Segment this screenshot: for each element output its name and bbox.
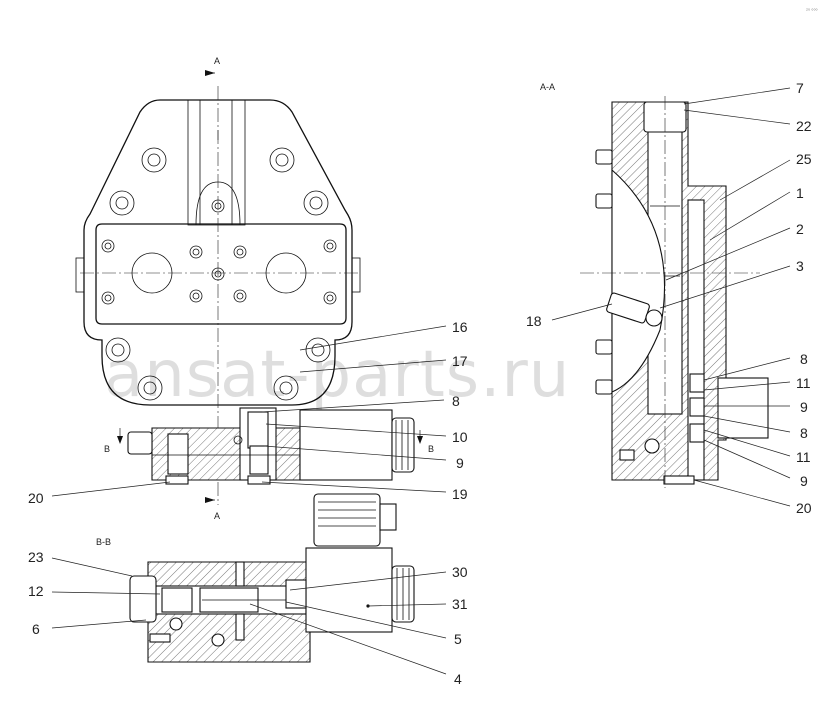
callout-11-upper: 11 <box>796 375 811 391</box>
section-arrow-b-left: B <box>104 444 110 454</box>
callout-25: 25 <box>796 151 812 167</box>
callout-9-lower: 9 <box>800 473 808 489</box>
section-b-b-title: B-B <box>96 537 111 547</box>
callout-18: 18 <box>526 313 542 329</box>
section-arrow-a-bottom: A <box>214 511 220 521</box>
watermark: ansat-parts.ru <box>104 338 570 412</box>
callout-17: 17 <box>452 353 468 369</box>
callout-8-mid: 8 <box>452 393 460 409</box>
callout-2: 2 <box>796 221 804 237</box>
corner-mark: ₂₀ ₀₀₀ <box>806 6 818 12</box>
section-b-b: B-B <box>96 493 415 663</box>
callout-9-upper: 9 <box>800 399 808 415</box>
callout-20-left: 20 <box>28 490 44 506</box>
callout-20-right: 20 <box>796 500 812 516</box>
callout-31: 31 <box>452 596 468 612</box>
callout-30: 30 <box>452 564 468 580</box>
valve-block-front: B B <box>104 407 434 485</box>
callout-6: 6 <box>32 621 40 637</box>
callout-7: 7 <box>796 80 804 96</box>
callout-5: 5 <box>454 631 462 647</box>
callout-4: 4 <box>454 671 462 687</box>
callout-8-upper: 8 <box>800 351 808 367</box>
callout-9-mid: 9 <box>456 455 464 471</box>
section-a-a: A-A <box>540 82 769 488</box>
callout-16: 16 <box>452 319 468 335</box>
callout-8-lower: 8 <box>800 425 808 441</box>
leader-lines <box>51 87 791 675</box>
callout-3: 3 <box>796 258 804 274</box>
section-arrow-a-top: A <box>214 56 220 66</box>
callout-23: 23 <box>28 549 44 565</box>
callout-10: 10 <box>452 429 468 445</box>
callout-11-lower: 11 <box>796 449 811 465</box>
callout-22: 22 <box>796 118 812 134</box>
callout-numbers: 7 22 25 1 2 3 18 8 11 9 8 11 9 20 16 17 … <box>28 80 812 687</box>
section-a-a-title: A-A <box>540 82 555 92</box>
front-view: A A B B <box>75 56 434 521</box>
callout-19: 19 <box>452 486 468 502</box>
section-arrow-b-right: B <box>428 444 434 454</box>
callout-12: 12 <box>28 583 44 599</box>
callout-1: 1 <box>796 185 804 201</box>
